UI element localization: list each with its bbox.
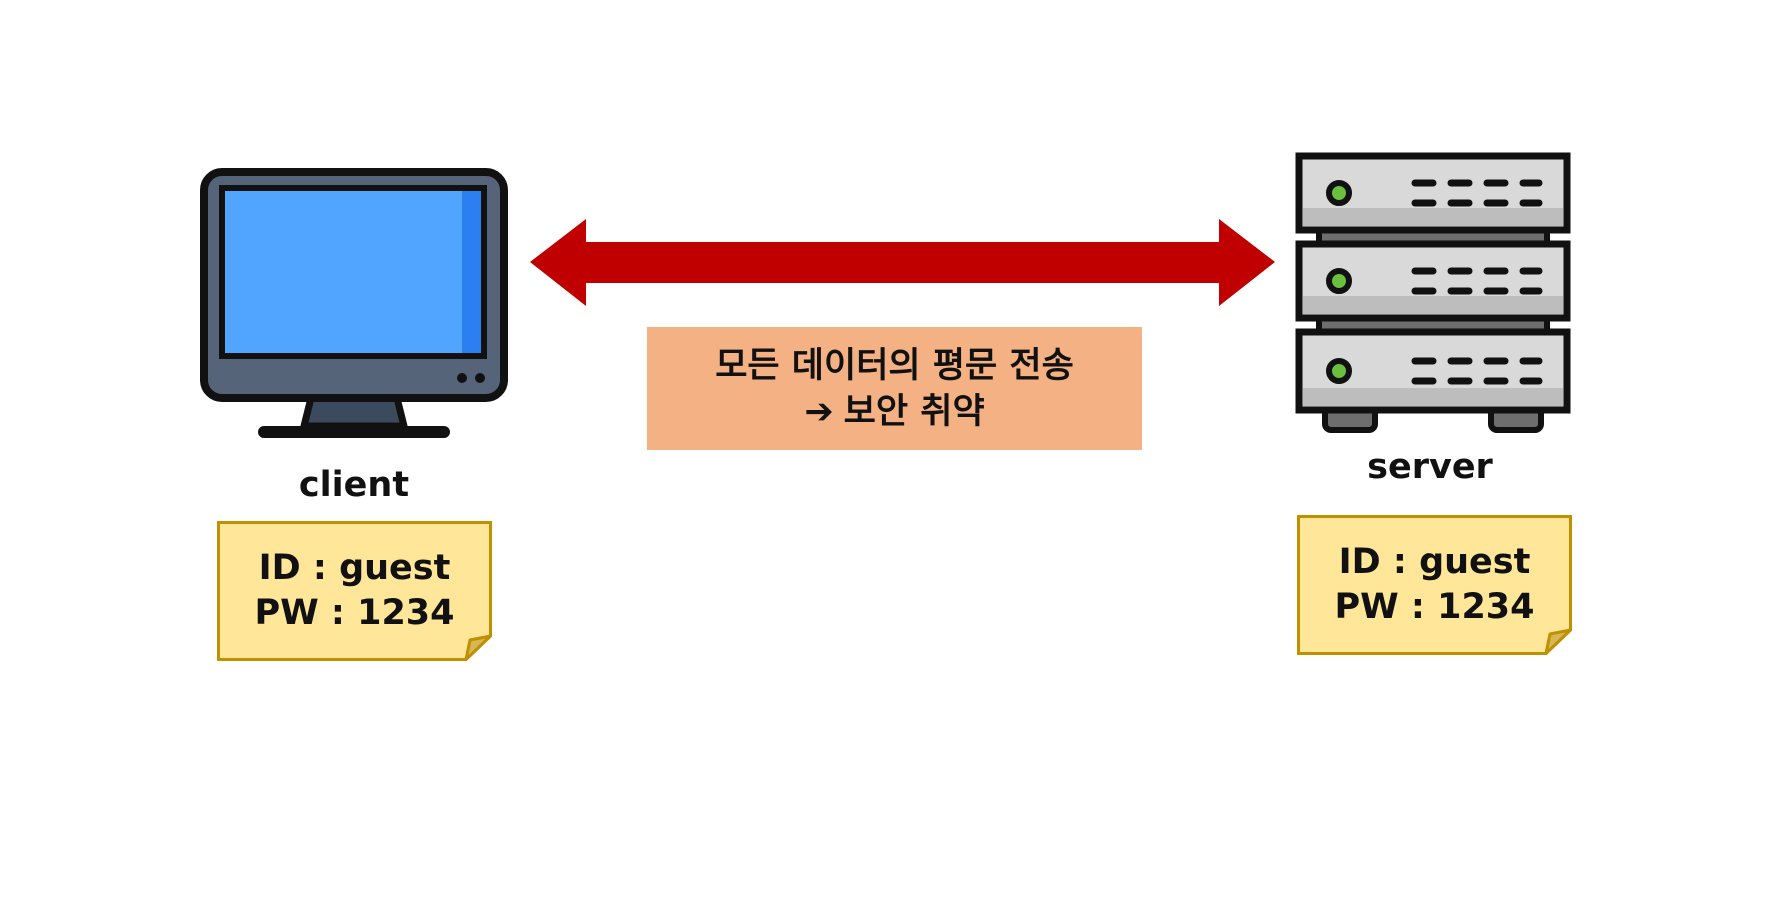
sticky-note-icon [1297,515,1572,655]
double-headed-arrow [530,219,1275,306]
server-pw-line: PW : 1234 [1334,587,1535,627]
right-arrow-icon: ➔ [804,391,834,432]
client-id-line: ID : guest [258,548,451,588]
client-credentials-note: ID : guest PW : 1234 [217,521,492,661]
server-rack-icon [1295,152,1571,433]
client-pw-line: PW : 1234 [254,593,455,633]
desktop-monitor-icon [200,168,508,438]
server-credentials-note: ID : guest PW : 1234 [1297,515,1572,655]
server-label: server [1367,447,1493,487]
message-line-1: 모든 데이터의 평문 전송 [715,345,1074,386]
client-label: client [298,465,410,505]
plaintext-warning-box: 모든 데이터의 평문 전송 ➔보안 취약 [647,327,1142,450]
message-line-2: ➔보안 취약 [804,389,984,435]
sticky-note-icon [217,521,492,661]
message-line-2-text: 보안 취약 [843,391,985,432]
server-id-line: ID : guest [1338,542,1531,582]
